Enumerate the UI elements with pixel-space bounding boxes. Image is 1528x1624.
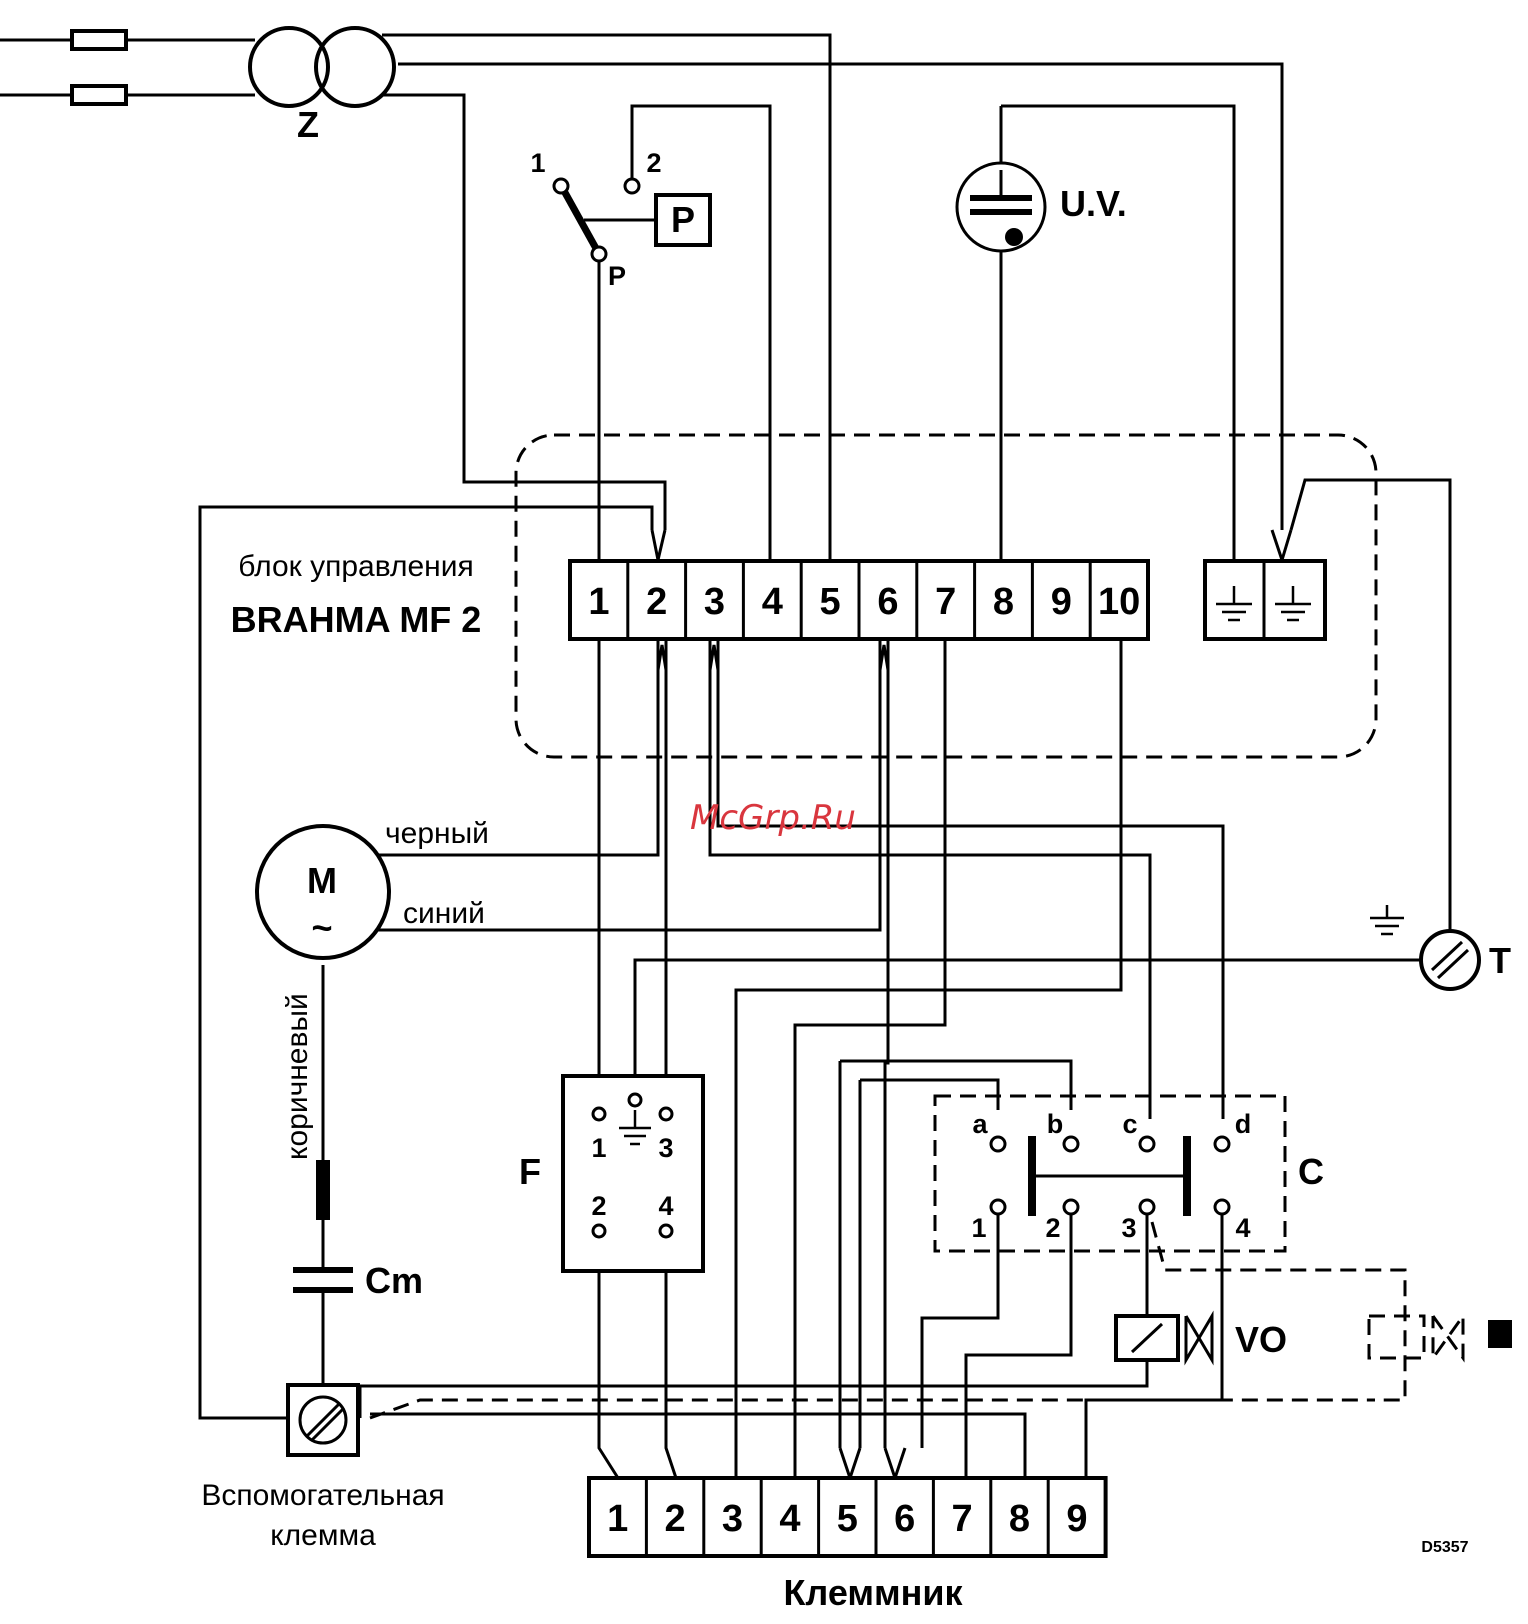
contactor-contact-4: 4: [1235, 1213, 1250, 1243]
control-unit-terminal-5: 5: [820, 581, 841, 623]
aux-terminal-label-2: клемма: [270, 1519, 376, 1552]
terminal-block-label: Клеммник: [783, 1572, 963, 1613]
filter-terminal-1: 1: [591, 1133, 606, 1163]
earth-icon: [1370, 905, 1404, 934]
contactor-contact-c: c: [1122, 1109, 1137, 1139]
terminal-block-terminal-2: 2: [665, 1498, 686, 1540]
valve: [1116, 1316, 1212, 1360]
valve-variant-marker: [1488, 1320, 1512, 1348]
brown-wire-sleeve: [316, 1160, 330, 1220]
transformer-label: Z: [297, 104, 319, 145]
contactor-contact-3: 3: [1121, 1213, 1136, 1243]
control-unit-terminal-4: 4: [762, 581, 783, 623]
contactor-contact-a: a: [972, 1109, 988, 1139]
contactor-contact-b: b: [1047, 1109, 1064, 1139]
valve-label: VO: [1235, 1319, 1287, 1360]
uv-cell-label: U.V.: [1060, 183, 1127, 224]
control-unit-title: блок управления: [238, 550, 473, 583]
filter-terminal-2: 2: [591, 1191, 606, 1221]
control-unit-terminal-7: 7: [935, 581, 956, 623]
contactor-contact-1: 1: [971, 1213, 986, 1243]
thermostat-label: T: [1489, 940, 1511, 981]
contactor-contact: [1140, 1200, 1154, 1214]
drawing-code: D5357: [1421, 1539, 1468, 1556]
control-unit-terminal-1: 1: [588, 581, 609, 623]
aux-terminal-label-1: Вспомогательная: [201, 1479, 444, 1512]
terminal-block-terminal-1: 1: [607, 1498, 628, 1540]
pressure-contact-1-label: 1: [530, 148, 545, 178]
thermostat: [1421, 931, 1479, 989]
terminal-block-terminal-7: 7: [952, 1498, 973, 1540]
motor-label: M: [307, 860, 337, 901]
terminal-block-terminal-4: 4: [779, 1498, 800, 1540]
fuse-1: [72, 31, 126, 49]
terminal-block-terminal-5: 5: [837, 1498, 858, 1540]
fuse-2: [72, 86, 126, 104]
pressure-switch-label: P: [671, 199, 695, 240]
control-unit-model: BRAHMA MF 2: [231, 599, 482, 640]
control-unit-terminal-3: 3: [704, 581, 725, 623]
contactor-contact: [1140, 1137, 1154, 1151]
control-unit-terminal-6: 6: [877, 581, 898, 623]
control-unit-terminal-2: 2: [646, 581, 667, 623]
control-unit-terminal-8: 8: [993, 581, 1014, 623]
contactor-contact: [1064, 1137, 1078, 1151]
pressure-contact-p-label: P: [608, 261, 626, 291]
watermark: McGrp.Ru: [690, 798, 856, 838]
terminal-block-terminal-9: 9: [1066, 1498, 1087, 1540]
contactor-bridges: [1032, 1136, 1187, 1216]
contactor-contact-2: 2: [1045, 1213, 1060, 1243]
contactor-contact: [1215, 1200, 1229, 1214]
motor-ac-symbol: ~: [311, 907, 332, 948]
terminal-block-terminal-6: 6: [894, 1498, 915, 1540]
aux-terminal: [288, 1385, 358, 1455]
earth-terminal-strip: [1205, 561, 1325, 639]
contactor-contact-d: d: [1235, 1109, 1252, 1139]
contactor-contact: [1215, 1137, 1229, 1151]
pressure-contact-2-label: 2: [646, 148, 661, 178]
transformer: [250, 28, 394, 106]
wire-brown-label: коричневый: [281, 993, 314, 1160]
terminal-block-terminal-3: 3: [722, 1498, 743, 1540]
filter-contact: [660, 1225, 672, 1237]
filter-contact: [660, 1108, 672, 1120]
capacitor: [293, 1270, 353, 1290]
filter-contact: [593, 1108, 605, 1120]
filter-contact: [593, 1225, 605, 1237]
wire-blue-label: синий: [403, 897, 485, 930]
contactor-contact: [1064, 1200, 1078, 1214]
filter-label: F: [519, 1151, 541, 1192]
capacitor-label: Cm: [365, 1260, 423, 1301]
uv-cell: [957, 163, 1045, 251]
terminal-block-terminal-8: 8: [1009, 1498, 1030, 1540]
optional-valve-circuit: [370, 1222, 1512, 1418]
contactor-contact: [991, 1200, 1005, 1214]
contactor-contact: [991, 1137, 1005, 1151]
filter-contact: [629, 1094, 641, 1106]
wire-black-label: черный: [385, 817, 489, 850]
control-unit-terminal-9: 9: [1051, 581, 1072, 623]
control-unit-terminal-10: 10: [1098, 581, 1140, 623]
filter-terminal-4: 4: [658, 1191, 673, 1221]
filter-terminal-3: 3: [658, 1133, 673, 1163]
contactor-label: C: [1298, 1151, 1324, 1192]
